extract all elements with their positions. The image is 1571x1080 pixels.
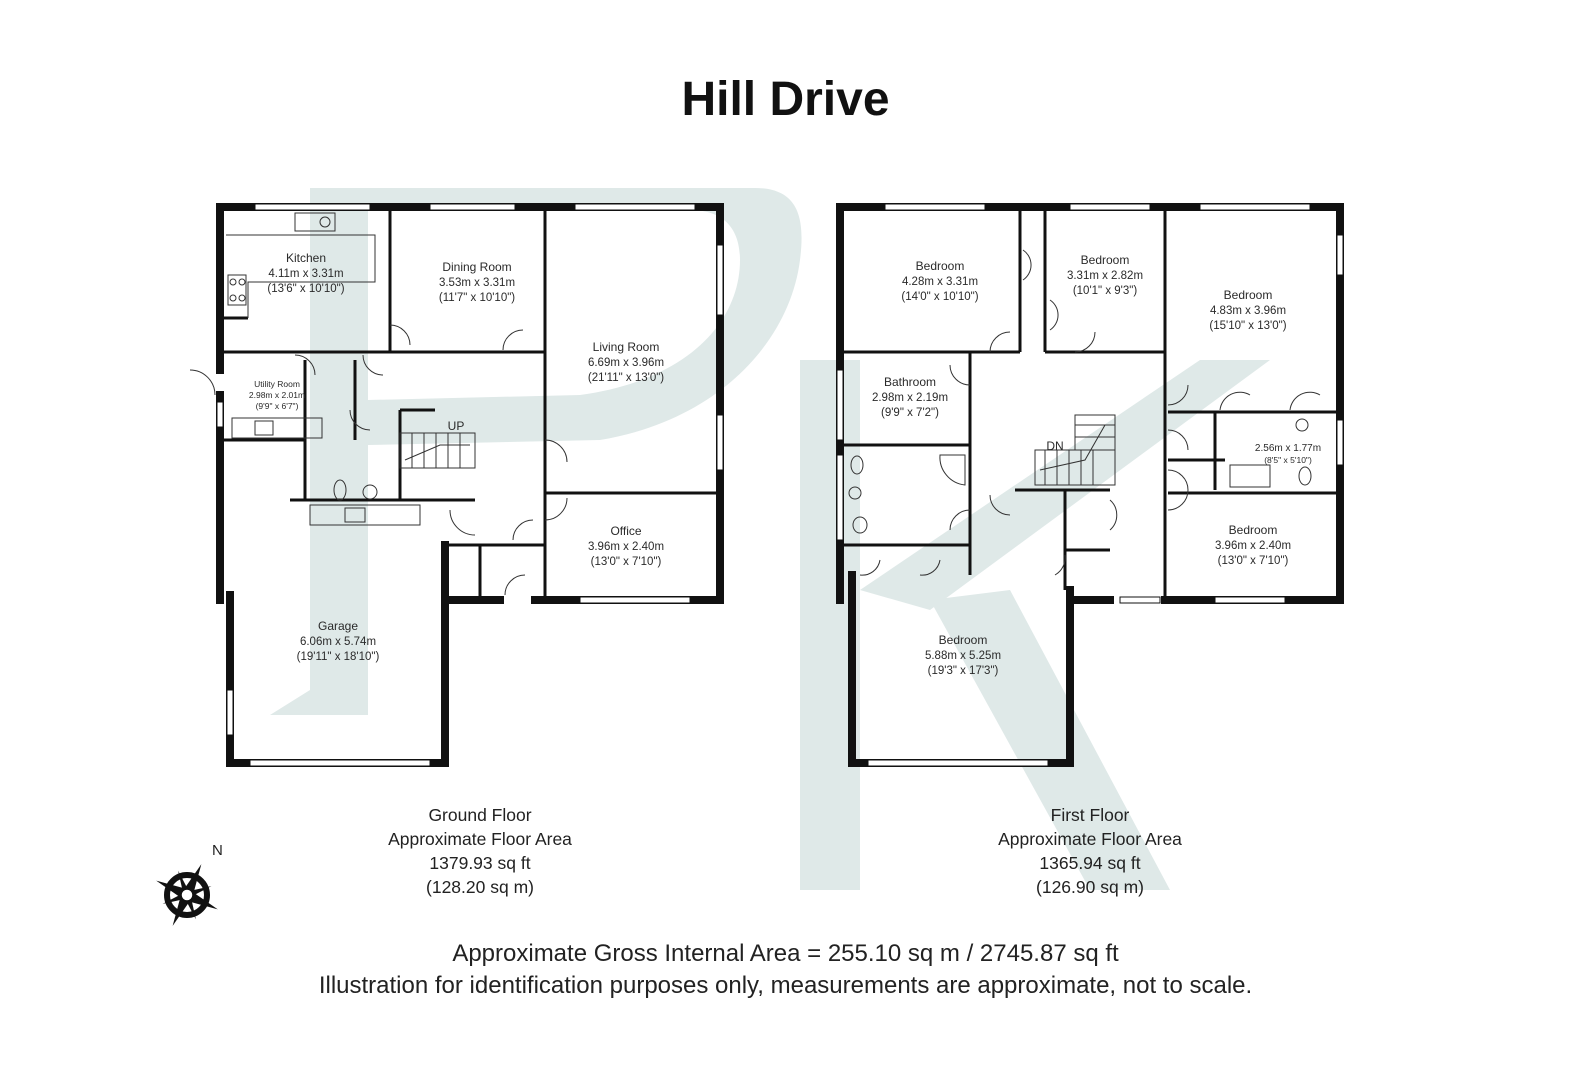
dining-metric: 3.53m x 3.31m (439, 277, 515, 289)
bedroom4-metric: 3.96m x 2.40m (1215, 540, 1291, 552)
ground-floor-stairs (399, 432, 476, 469)
first-floor-doors (859, 249, 1321, 576)
bedroom2-metric: 3.31m x 2.82m (1067, 270, 1143, 282)
living-metric: 6.69m x 3.96m (588, 357, 664, 369)
living-name: Living Room (593, 340, 660, 354)
kitchen-metric: 4.11m x 3.31m (268, 268, 343, 280)
compass-rose-icon (156, 864, 218, 926)
bedroom1-metric: 4.28m x 3.31m (902, 276, 978, 288)
bedroom5-name: Bedroom (939, 633, 988, 647)
plan-title: Hill Drive (681, 73, 890, 126)
room-bedroom-3: Bedroom 4.83m x 3.96m (15'10" x 13'0") (1209, 288, 1286, 332)
bedroom4-name: Bedroom (1229, 523, 1278, 537)
dining-name: Dining Room (442, 260, 511, 274)
ground-floor-caption-line: 1379.93 sq ft (429, 853, 531, 873)
bedroom4-imperial: (13'0" x 7'10") (1218, 555, 1289, 567)
bathroom-fittings (848, 418, 1312, 534)
room-ensuite: 2.56m x 1.77m (8'5" x 5'10") (1255, 443, 1321, 465)
office-imperial: (13'0" x 7'10") (591, 556, 662, 568)
room-bedroom-2: Bedroom 3.31m x 2.82m (10'1" x 9'3") (1067, 253, 1143, 297)
stairs-down-label: DN (1046, 439, 1063, 453)
utility-metric: 2.98m x 2.01m (249, 390, 305, 400)
bathroom-name: Bathroom (884, 375, 936, 389)
garage-imperial: (19'11" x 18'10") (297, 651, 380, 663)
disclaimer-note: Illustration for identification purposes… (318, 972, 1253, 999)
bedroom3-name: Bedroom (1224, 288, 1273, 302)
first-floor-caption: First Floor Approximate Floor Area 1365.… (940, 803, 1240, 899)
kitchen-fittings (226, 212, 421, 526)
bathroom-imperial: (9'9" x 7'2") (881, 407, 939, 419)
room-dining: Dining Room 3.53m x 3.31m (11'7" x 10'10… (439, 260, 515, 304)
room-bedroom-4: Bedroom 3.96m x 2.40m (13'0" x 7'10") (1215, 523, 1291, 567)
ground-floor-doors (189, 324, 568, 596)
kitchen-name: Kitchen (286, 251, 326, 265)
garage-name: Garage (318, 619, 358, 633)
room-office: Office 3.96m x 2.40m (13'0" x 7'10") (588, 524, 664, 568)
first-floor-inner-walls (842, 210, 1337, 600)
ground-floor-windows (216, 203, 724, 767)
utility-imperial: (9'9" x 6'7") (256, 401, 299, 411)
bedroom5-imperial: (19'3" x 17'3") (928, 665, 999, 677)
bedroom1-name: Bedroom (916, 259, 965, 273)
kitchen-imperial: (13'6" x 10'10") (267, 283, 344, 295)
office-name: Office (610, 524, 641, 538)
compass-north-label: N (212, 842, 223, 859)
office-metric: 3.96m x 2.40m (588, 541, 664, 553)
ground-floor-caption-line: Approximate Floor Area (388, 829, 572, 849)
first-floor-caption-line: Approximate Floor Area (998, 829, 1182, 849)
ground-floor-inner-walls (222, 210, 718, 600)
footer-notes: Approximate Gross Internal Area = 255.10… (0, 938, 1571, 1002)
first-floor-stairs (1034, 414, 1116, 486)
first-floor-caption-line: First Floor (1050, 805, 1130, 825)
garage-metric: 6.06m x 5.74m (300, 636, 376, 648)
room-bedroom-1: Bedroom 4.28m x 3.31m (14'0" x 10'10") (901, 259, 978, 303)
living-imperial: (21'11" x 13'0") (588, 372, 664, 384)
first-floor-caption-line: (126.90 sq m) (1036, 877, 1144, 897)
bedroom1-imperial: (14'0" x 10'10") (901, 291, 978, 303)
bathroom-metric: 2.98m x 2.19m (872, 392, 948, 404)
room-garage: Garage 6.06m x 5.74m (19'11" x 18'10") (297, 619, 380, 663)
room-kitchen: Kitchen 4.11m x 3.31m (13'6" x 10'10") (267, 251, 344, 295)
ground-floor-caption-line: (128.20 sq m) (426, 877, 534, 897)
room-bathroom: Bathroom 2.98m x 2.19m (9'9" x 7'2") (872, 375, 948, 419)
first-floor-windows (836, 203, 1344, 767)
ensuite-metric: 2.56m x 1.77m (1255, 443, 1321, 454)
dining-imperial: (11'7" x 10'10") (439, 292, 515, 304)
bedroom2-name: Bedroom (1081, 253, 1130, 267)
bedroom5-metric: 5.88m x 5.25m (925, 650, 1001, 662)
ensuite-imperial: (8'5" x 5'10") (1264, 455, 1312, 465)
stairs-up-label: UP (448, 419, 465, 433)
room-bedroom-5: Bedroom 5.88m x 5.25m (19'3" x 17'3") (925, 633, 1001, 677)
room-utility: Utility Room 2.98m x 2.01m (9'9" x 6'7") (249, 379, 305, 411)
bedroom3-imperial: (15'10" x 13'0") (1209, 320, 1286, 332)
ground-floor-caption: Ground Floor Approximate Floor Area 1379… (330, 803, 630, 899)
utility-name: Utility Room (254, 379, 300, 389)
first-floor-caption-line: 1365.94 sq ft (1039, 853, 1141, 873)
gross-area-note: Approximate Gross Internal Area = 255.10… (452, 940, 1119, 967)
bedroom3-metric: 4.83m x 3.96m (1210, 305, 1286, 317)
ground-floor-caption-line: Ground Floor (428, 805, 532, 825)
bedroom2-imperial: (10'1" x 9'3") (1073, 285, 1138, 297)
room-living: Living Room 6.69m x 3.96m (21'11" x 13'0… (588, 340, 664, 384)
